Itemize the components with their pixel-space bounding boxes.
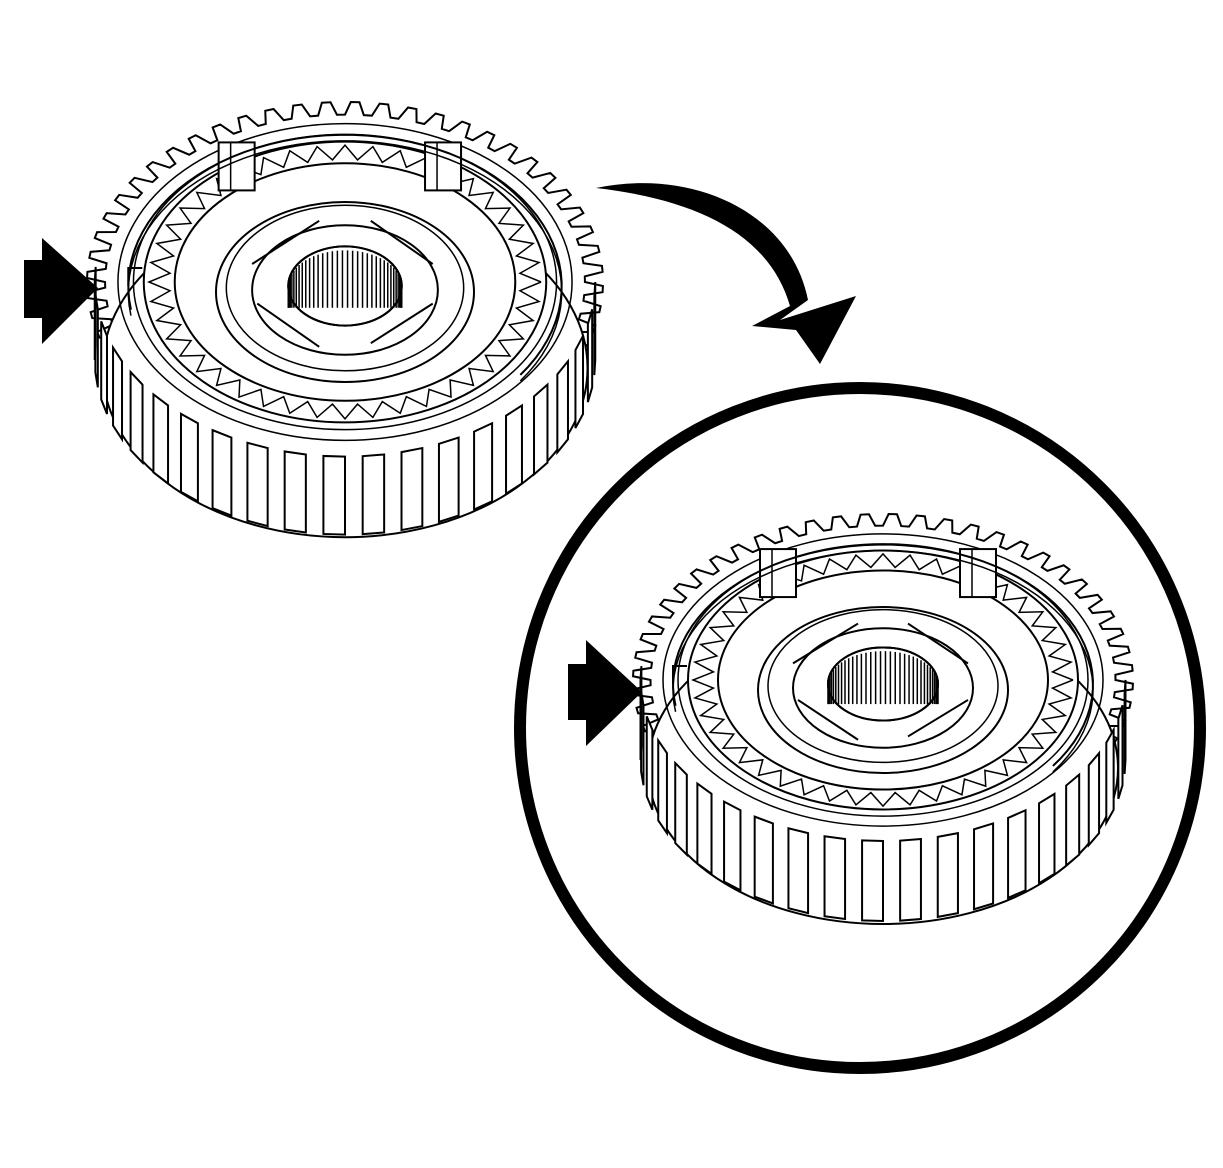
gear-side-tooth: [400, 446, 424, 532]
gear-side-tooth: [93, 266, 97, 361]
synchronizer-spring: [672, 543, 1094, 773]
gear-side-tooth: [639, 666, 643, 761]
gear-side-tooth: [556, 358, 569, 456]
pointer-arrow-icon: [24, 238, 98, 344]
gear-side-tooth: [246, 441, 269, 528]
ring-lug: [759, 548, 797, 599]
gear-side-tooth: [152, 392, 170, 486]
gear-side-tooth: [1087, 750, 1101, 848]
gear-side-tooth: [1065, 772, 1081, 868]
gear-assembly-before: [86, 101, 604, 539]
gear-side-tooth: [674, 760, 688, 858]
gear-side-tooth: [1038, 792, 1056, 886]
ring-lug: [424, 141, 463, 192]
gear-side-tooth: [593, 281, 597, 376]
gear-side-tooth: [586, 309, 594, 403]
gear-side-tooth: [283, 450, 307, 534]
gear-side-tooth: [696, 781, 713, 876]
curved-arrow-icon: [596, 183, 856, 364]
pointer-arrow-icon: [568, 640, 642, 746]
gear-side-tooth: [533, 382, 549, 477]
gear-side-tooth: [787, 826, 810, 915]
gear-side-tooth: [574, 335, 585, 429]
gear-side-tooth: [361, 453, 386, 536]
gear-side-tooth: [645, 715, 654, 811]
gear-hub: [757, 606, 1009, 774]
gear-hub: [215, 201, 475, 383]
gear-side-tooth: [1007, 808, 1027, 900]
gear-side-tooth: [936, 831, 959, 919]
gear-side-tooth: [753, 815, 774, 905]
gear-side-tooth: [1117, 704, 1124, 800]
detail-view-circle: [514, 382, 1206, 1074]
gear-side-tooth: [861, 839, 884, 923]
gear-side-tooth: [657, 737, 668, 837]
gear-side-tooth: [437, 436, 460, 524]
gear-side-tooth: [322, 454, 346, 536]
gear-side-tooth: [179, 412, 199, 503]
spring-end: [672, 665, 687, 684]
gear-side-tooth: [823, 835, 847, 921]
gear-side-tooth: [473, 421, 494, 512]
gear-side-tooth: [112, 344, 124, 443]
gear-side-tooth: [723, 799, 742, 892]
gear-side-tooth: [973, 822, 995, 911]
synchronizer-spring: [127, 133, 563, 382]
spring-end: [127, 267, 143, 286]
gear-side-tooth: [1123, 679, 1127, 774]
gear-side-tooth: [129, 369, 144, 466]
gear-side-tooth: [899, 837, 922, 922]
gear-side-tooth: [1105, 725, 1115, 827]
gear-side-tooth: [211, 428, 233, 518]
gear-side-tooth: [505, 403, 523, 496]
gear-assembly-after: [632, 513, 1134, 926]
gear-side-tooth: [100, 321, 108, 415]
